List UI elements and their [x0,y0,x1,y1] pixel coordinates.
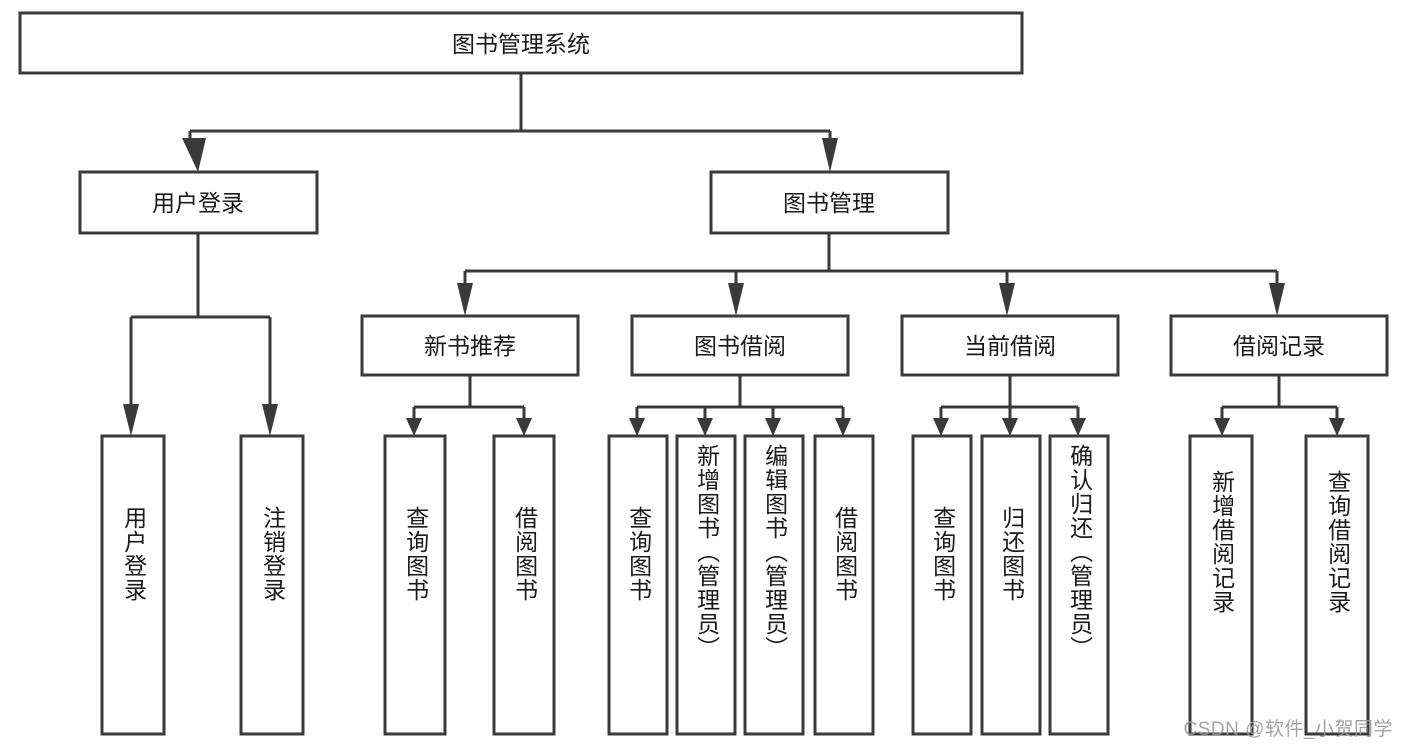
node-new-book-recommend[interactable]: 新书推荐 [360,314,580,377]
node-borrow-record-box[interactable] [1169,314,1389,377]
arrowhead-to-current-borrow [999,283,1015,316]
arrowhead-cb-leaf-1 [933,418,949,436]
arrowhead-cb-leaf-2 [1002,418,1018,436]
leaf-box-book-borrow-2[interactable] [675,434,737,736]
node-user-login-label: 用户登录 [152,190,244,216]
arrowhead-br-leaf-2 [1329,418,1345,436]
arrowhead-to-user-login [182,138,206,172]
node-borrow-record[interactable]: 借阅记录 [1169,314,1389,377]
arrowhead-bb-leaf-2 [697,418,713,436]
leaf-box-book-borrow-1[interactable] [607,434,669,736]
node-book-borrow-label: 图书借阅 [694,333,786,359]
node-book-manage-box[interactable] [709,170,950,235]
arrowhead-to-leaf-logout [262,404,278,436]
leaf-box-borrow-record-1[interactable] [1188,434,1254,736]
leaf-box-user-login-1[interactable] [100,434,166,736]
edge-layer [129,74,1339,418]
node-current-borrow[interactable]: 当前借阅 [900,314,1120,377]
arrowhead-bb-leaf-1 [629,418,645,436]
arrowhead-nb-leaf-2 [516,418,532,436]
arrowhead-nb-leaf-1 [406,418,422,436]
node-book-manage[interactable]: 图书管理 [709,170,950,235]
arrowhead-bb-leaf-4 [835,418,851,436]
node-root-system-label: 图书管理系统 [452,31,590,57]
arrowhead-layer [123,138,1345,436]
arrowhead-to-borrow-record [1269,283,1285,316]
node-layer: 图书管理系统 用户登录 图书管理 新书推荐 图书借阅 [18,11,1389,736]
leaf-box-borrow-record-2[interactable] [1304,434,1370,736]
node-current-borrow-box[interactable] [900,314,1120,377]
node-root-system-box[interactable] [18,11,1024,75]
leaf-box-new-book-1[interactable] [383,434,447,736]
arrowhead-to-book-borrow [728,283,744,316]
node-user-login-box[interactable] [78,170,319,235]
node-user-login[interactable]: 用户登录 [78,170,319,235]
leaf-box-book-borrow-3[interactable] [743,434,805,736]
node-book-borrow[interactable]: 图书借阅 [630,314,850,377]
arrowhead-to-leaf-user-login [123,404,139,436]
leaf-box-user-login-2[interactable] [239,434,305,736]
arrowhead-cb-leaf-3 [1070,418,1086,436]
leaf-box-current-borrow-2[interactable] [980,434,1042,736]
leaf-box-current-borrow-1[interactable] [911,434,973,736]
leaf-box-current-borrow-3[interactable] [1048,434,1110,736]
node-new-book-recommend-box[interactable] [360,314,580,377]
leaf-box-book-borrow-4[interactable] [813,434,875,736]
arrowhead-br-leaf-1 [1214,418,1230,436]
arrowhead-to-new-book [457,283,473,316]
node-book-manage-label: 图书管理 [783,190,875,216]
node-root-system[interactable]: 图书管理系统 [18,11,1024,75]
watermark-text: CSDN @软件_小贺同学 [1183,719,1393,740]
node-borrow-record-label: 借阅记录 [1233,333,1325,359]
arrowhead-to-book-manage [822,138,838,172]
node-book-borrow-box[interactable] [630,314,850,377]
node-new-book-recommend-label: 新书推荐 [424,333,516,359]
arrowhead-bb-leaf-3 [765,418,781,436]
leaf-box-new-book-2[interactable] [492,434,556,736]
node-current-borrow-label: 当前借阅 [964,333,1056,359]
